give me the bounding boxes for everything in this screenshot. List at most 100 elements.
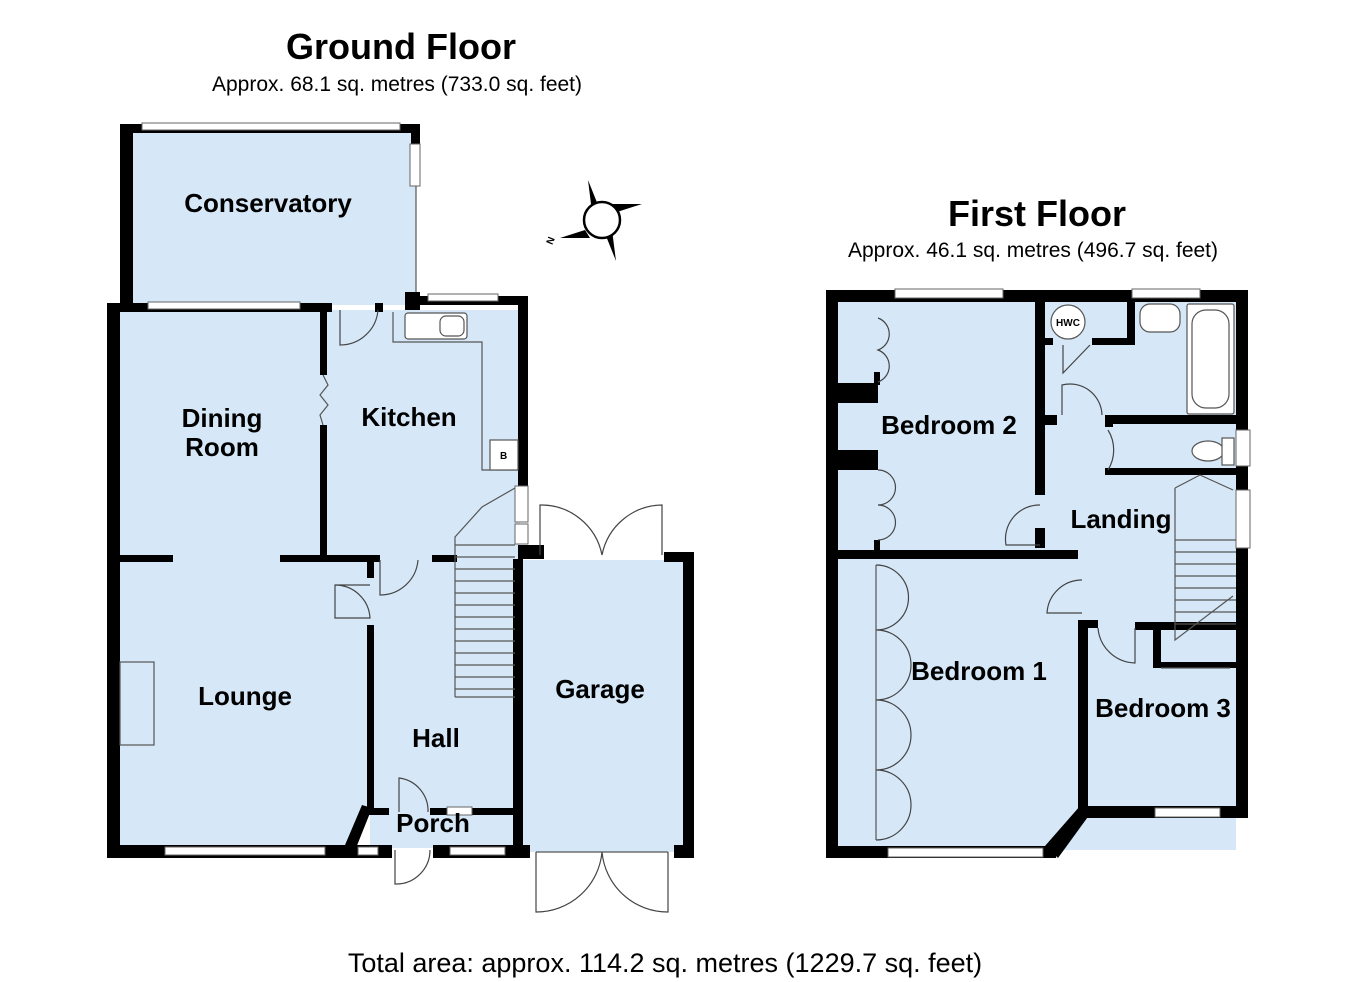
sink-bowl bbox=[439, 315, 465, 337]
total-area: Total area: approx. 114.2 sq. metres (12… bbox=[348, 948, 982, 978]
wall bbox=[280, 555, 380, 562]
bedroom-1-label: Bedroom 1 bbox=[911, 656, 1047, 686]
hall-fill bbox=[370, 560, 518, 812]
first-floor-area: Approx. 46.1 sq. metres (496.7 sq. feet) bbox=[848, 239, 1218, 262]
wall bbox=[683, 552, 694, 858]
fireplace bbox=[119, 661, 155, 746]
door bbox=[334, 584, 371, 619]
hwc-label: HWC bbox=[1056, 318, 1080, 329]
kitchen-label: Kitchen bbox=[361, 402, 456, 432]
wall bbox=[432, 555, 457, 562]
wall bbox=[1236, 290, 1248, 818]
wall bbox=[1035, 528, 1045, 548]
wall bbox=[1127, 302, 1135, 344]
wall bbox=[430, 808, 520, 815]
wall bbox=[1105, 415, 1113, 427]
wall bbox=[513, 559, 523, 852]
wall bbox=[120, 124, 133, 309]
wall bbox=[518, 296, 528, 486]
wall bbox=[345, 805, 372, 848]
wall bbox=[320, 310, 327, 375]
window bbox=[514, 485, 529, 523]
wall bbox=[367, 625, 374, 810]
wall bbox=[367, 808, 389, 815]
wall bbox=[1092, 338, 1135, 345]
porch-label: Porch bbox=[396, 808, 470, 838]
garage-label: Garage bbox=[555, 674, 645, 704]
door bbox=[1097, 627, 1136, 664]
bedroom-3-label: Bedroom 3 bbox=[1095, 693, 1231, 723]
wall bbox=[826, 290, 838, 858]
door bbox=[339, 309, 379, 346]
window bbox=[427, 293, 499, 302]
window bbox=[141, 122, 401, 131]
door bbox=[1004, 504, 1041, 546]
toilet-icon bbox=[1191, 440, 1225, 462]
window bbox=[409, 143, 421, 187]
bedroom-2-label: Bedroom 2 bbox=[881, 410, 1017, 440]
hwc-tank-icon bbox=[1050, 304, 1086, 340]
window bbox=[446, 806, 473, 816]
compass-icon: N bbox=[545, 180, 642, 261]
wall bbox=[107, 303, 120, 858]
door bbox=[1061, 383, 1103, 416]
door bbox=[1062, 344, 1091, 375]
wall bbox=[320, 425, 327, 557]
wardrobe-door bbox=[876, 317, 890, 383]
door bbox=[1046, 579, 1083, 614]
window bbox=[357, 846, 379, 856]
wall bbox=[1135, 622, 1236, 630]
window bbox=[1235, 429, 1251, 467]
wall bbox=[1078, 620, 1088, 810]
hall-label: Hall bbox=[412, 723, 460, 753]
wall bbox=[1045, 806, 1090, 858]
wall bbox=[1105, 468, 1236, 475]
porch-fill bbox=[370, 812, 518, 848]
garage-door-top bbox=[539, 504, 663, 556]
wall bbox=[838, 550, 1078, 559]
lounge-label: Lounge bbox=[198, 681, 292, 711]
window bbox=[1235, 489, 1251, 549]
first-floor-plan: HWC bbox=[826, 288, 1251, 858]
wall bbox=[664, 552, 694, 562]
bath-inner bbox=[1191, 309, 1230, 409]
wall bbox=[1153, 628, 1161, 668]
ground-floor-plan: B bbox=[107, 122, 694, 913]
wall bbox=[411, 124, 420, 144]
door bbox=[379, 559, 419, 596]
boiler-icon bbox=[489, 439, 519, 471]
dining-room-label-2: Room bbox=[185, 432, 259, 462]
wall bbox=[107, 555, 173, 562]
dining-room-label: Dining bbox=[182, 403, 263, 433]
door bbox=[394, 849, 431, 885]
bifold-door bbox=[319, 374, 329, 426]
wall bbox=[518, 545, 544, 559]
conservatory-label: Conservatory bbox=[184, 188, 352, 218]
stair-treads bbox=[455, 544, 515, 690]
stair-treads bbox=[1175, 551, 1236, 625]
conservatory-fill bbox=[133, 133, 416, 305]
door bbox=[1107, 429, 1115, 471]
compass-north-label: N bbox=[545, 236, 558, 247]
wall bbox=[1105, 415, 1236, 424]
staircase bbox=[1174, 474, 1236, 642]
wall bbox=[674, 845, 694, 858]
wall bbox=[838, 383, 878, 403]
wall bbox=[1078, 620, 1098, 628]
garage-door-bottom bbox=[535, 851, 669, 913]
wall bbox=[375, 303, 383, 312]
basin-icon bbox=[1139, 303, 1181, 333]
kitchen-fill bbox=[325, 310, 520, 560]
window bbox=[894, 288, 1004, 299]
toilet-cistern bbox=[1221, 437, 1235, 466]
window bbox=[1154, 807, 1221, 818]
garage-fill bbox=[523, 560, 683, 852]
first-floor-title: First Floor bbox=[948, 193, 1126, 234]
window bbox=[514, 523, 529, 545]
wardrobe-door bbox=[877, 469, 897, 541]
lounge-fill bbox=[120, 560, 370, 845]
wall bbox=[367, 562, 374, 578]
boiler-label: B bbox=[500, 451, 507, 462]
ground-floor-title: Ground Floor bbox=[286, 26, 516, 67]
